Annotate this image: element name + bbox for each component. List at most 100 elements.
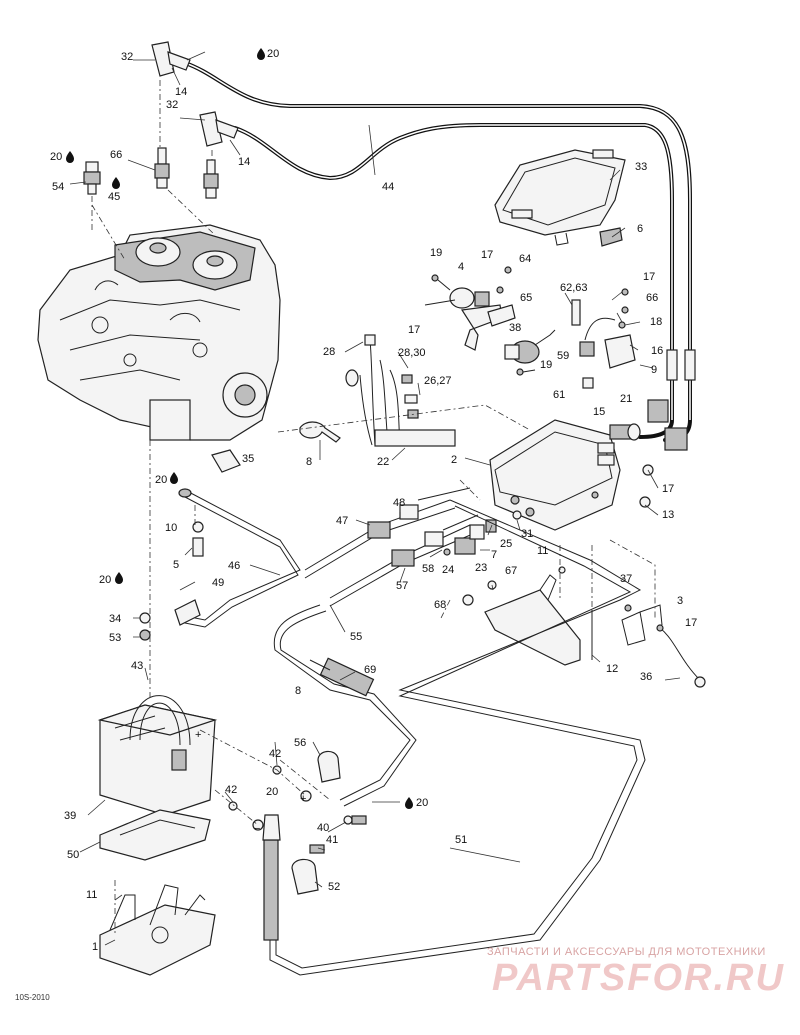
part-label: 11 <box>537 545 548 557</box>
part-label: 21 <box>620 393 632 405</box>
part-label: 42 <box>225 784 237 796</box>
part-label: 13 <box>662 509 674 521</box>
part-label: 31 <box>521 528 533 540</box>
leader-lines <box>69 51 681 946</box>
nuts-40-41-42 <box>228 765 367 854</box>
part-label: 37 <box>620 573 632 585</box>
part-label: 69 <box>364 664 376 676</box>
oil-drop-icon <box>115 572 123 584</box>
part-label: 66 <box>646 292 658 304</box>
part-label: 25 <box>500 538 512 550</box>
part-labels: 32 20 14 32 14 44 20 66 54 45 33 6 19 4 … <box>50 48 697 953</box>
part-label: 68 <box>434 599 446 611</box>
negative-cable <box>262 814 281 941</box>
spark-plug-cap-rear <box>199 111 239 147</box>
cable-tie-8a <box>299 421 341 443</box>
part-label: 14 <box>238 156 250 168</box>
part-label: 39 <box>64 810 76 822</box>
part-label: 15 <box>593 406 605 418</box>
electrical-box <box>489 419 621 531</box>
part-label: 35 <box>242 453 254 465</box>
part-label: 20 <box>99 574 111 586</box>
battery-cable-46 <box>174 488 301 628</box>
part-label: 65 <box>520 292 532 304</box>
watermark: ЗАПЧАСТИ И АКСЕССУАРЫ ДЛЯ МОТОТЕХНИКИ PA… <box>487 946 785 999</box>
part-label: 49 <box>212 577 224 589</box>
part-label: 36 <box>640 671 652 683</box>
part-label: 9 <box>651 364 657 376</box>
part-label: 7 <box>491 549 497 561</box>
part-label: 22 <box>377 456 389 468</box>
part-label: 66 <box>110 149 122 161</box>
grommets-15-21 <box>609 399 688 451</box>
part-label: 64 <box>519 253 531 265</box>
part-label: 45 <box>108 191 120 203</box>
engine-block <box>37 224 281 441</box>
ignition-coil-2 <box>504 329 556 376</box>
alignment-lines <box>91 80 656 935</box>
part-label: 43 <box>131 660 143 672</box>
battery-cable-51 <box>269 499 646 976</box>
part-label: 24 <box>442 564 454 576</box>
part-label: 54 <box>52 181 64 193</box>
part-label: 67 <box>505 565 517 577</box>
battery-strap-43 <box>129 695 191 771</box>
battery-tray-1 <box>99 884 216 976</box>
part-label: 58 <box>422 563 434 575</box>
part-label: 62,63 <box>560 282 588 294</box>
part-label: 17 <box>662 483 674 495</box>
battery-cable-55 <box>273 604 417 807</box>
battery <box>97 704 218 816</box>
part-label: 26,27 <box>424 375 452 387</box>
oil-drop-icon <box>66 151 74 163</box>
part-label: 4 <box>458 261 464 273</box>
part-label: 3 <box>677 595 683 607</box>
part-label: 12 <box>606 663 618 675</box>
ground-cable-36 <box>656 624 706 688</box>
oil-drop-icon <box>405 797 413 809</box>
part-label: 38 <box>509 322 521 334</box>
part-label: 2 <box>451 454 457 466</box>
washers-5-10-34-53 <box>139 521 204 641</box>
spark-plug-cap-front <box>151 41 191 77</box>
part-label: 56 <box>294 737 306 749</box>
temperature-sensor <box>83 161 101 195</box>
bracket-65 <box>487 266 516 327</box>
part-label: 17 <box>481 249 493 261</box>
strap <box>599 227 623 247</box>
part-label: 28 <box>323 346 335 358</box>
part-label: 8 <box>295 685 301 697</box>
spark-plug-1 <box>154 147 170 189</box>
part-label: 33 <box>635 161 647 173</box>
starter-solenoid <box>571 288 636 389</box>
part-label: 55 <box>350 631 362 643</box>
part-label: 50 <box>67 849 79 861</box>
battery-pad-50 <box>99 809 211 861</box>
mounting-bracket-12 <box>462 566 593 666</box>
part-label: 17 <box>408 324 420 336</box>
part-label: 52 <box>328 881 340 893</box>
part-label: 23 <box>475 562 487 574</box>
terminal-35 <box>211 449 241 473</box>
part-label: 61 <box>553 389 565 401</box>
connectors-7-23-24-25 <box>443 510 522 556</box>
terminal-boot-56 <box>317 750 341 783</box>
part-label: 20 <box>266 786 278 798</box>
part-label: 11 <box>86 889 97 901</box>
throttle-cable-47 <box>304 487 471 579</box>
part-label: 5 <box>173 559 179 571</box>
part-label: 48 <box>393 497 405 509</box>
oil-drop-icon <box>170 472 178 484</box>
part-label: 42 <box>269 748 281 760</box>
wiring-harness <box>345 334 456 447</box>
cable-sleeve-69 <box>309 657 375 697</box>
part-label: 19 <box>540 359 552 371</box>
part-label: 28,30 <box>398 347 426 359</box>
part-label: 19 <box>430 247 442 259</box>
part-label: 53 <box>109 632 121 644</box>
spark-plug-2 <box>203 159 219 199</box>
part-label: 32 <box>166 99 178 111</box>
fasteners-17-13 <box>639 464 654 508</box>
watermark-brand: PARTSFOR.RU <box>492 957 785 999</box>
